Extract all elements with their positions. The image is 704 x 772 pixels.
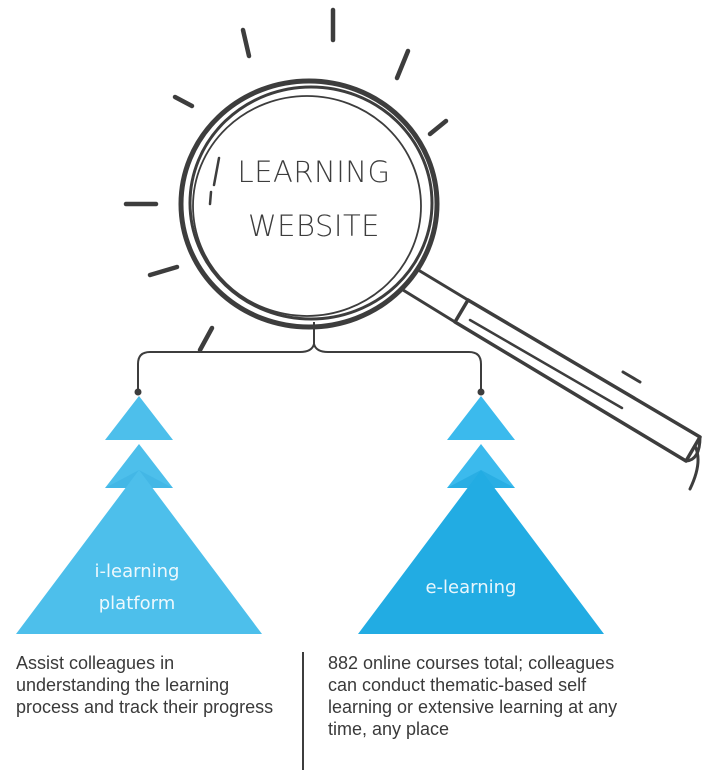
branch-connector [137, 322, 482, 392]
branch-node-left [134, 388, 142, 396]
branch-node-right [477, 388, 485, 396]
i-learning-label-line-2: platform [99, 593, 175, 614]
magnifying-glass-icon [178, 78, 702, 491]
sun-ray-icon [123, 7, 449, 353]
pyramid-i-learning [16, 396, 262, 634]
magnifier-title-line-1: LEARNING [238, 155, 391, 189]
magnifier-title-line-2: WEBSITE [248, 209, 380, 243]
column-divider [302, 652, 304, 770]
i-learning-description: Assist colleagues in understanding the l… [16, 653, 274, 717]
e-learning-label: e-learning [425, 577, 516, 598]
e-learning-description: 882 online courses total; colleagues can… [328, 653, 618, 739]
i-learning-label-line-1: i-learning [95, 561, 180, 582]
pyramid-e-learning [358, 396, 604, 634]
